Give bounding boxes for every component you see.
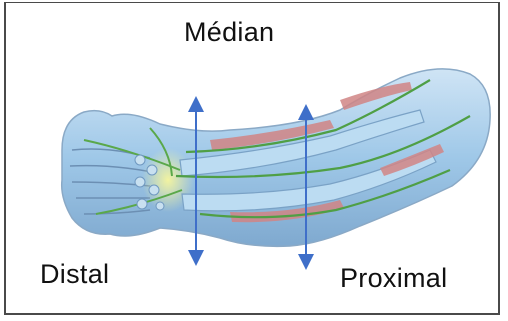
proximal-label: Proximal [340, 263, 447, 294]
distal-label: Distal [40, 259, 109, 290]
median-label: Médian [184, 17, 274, 48]
